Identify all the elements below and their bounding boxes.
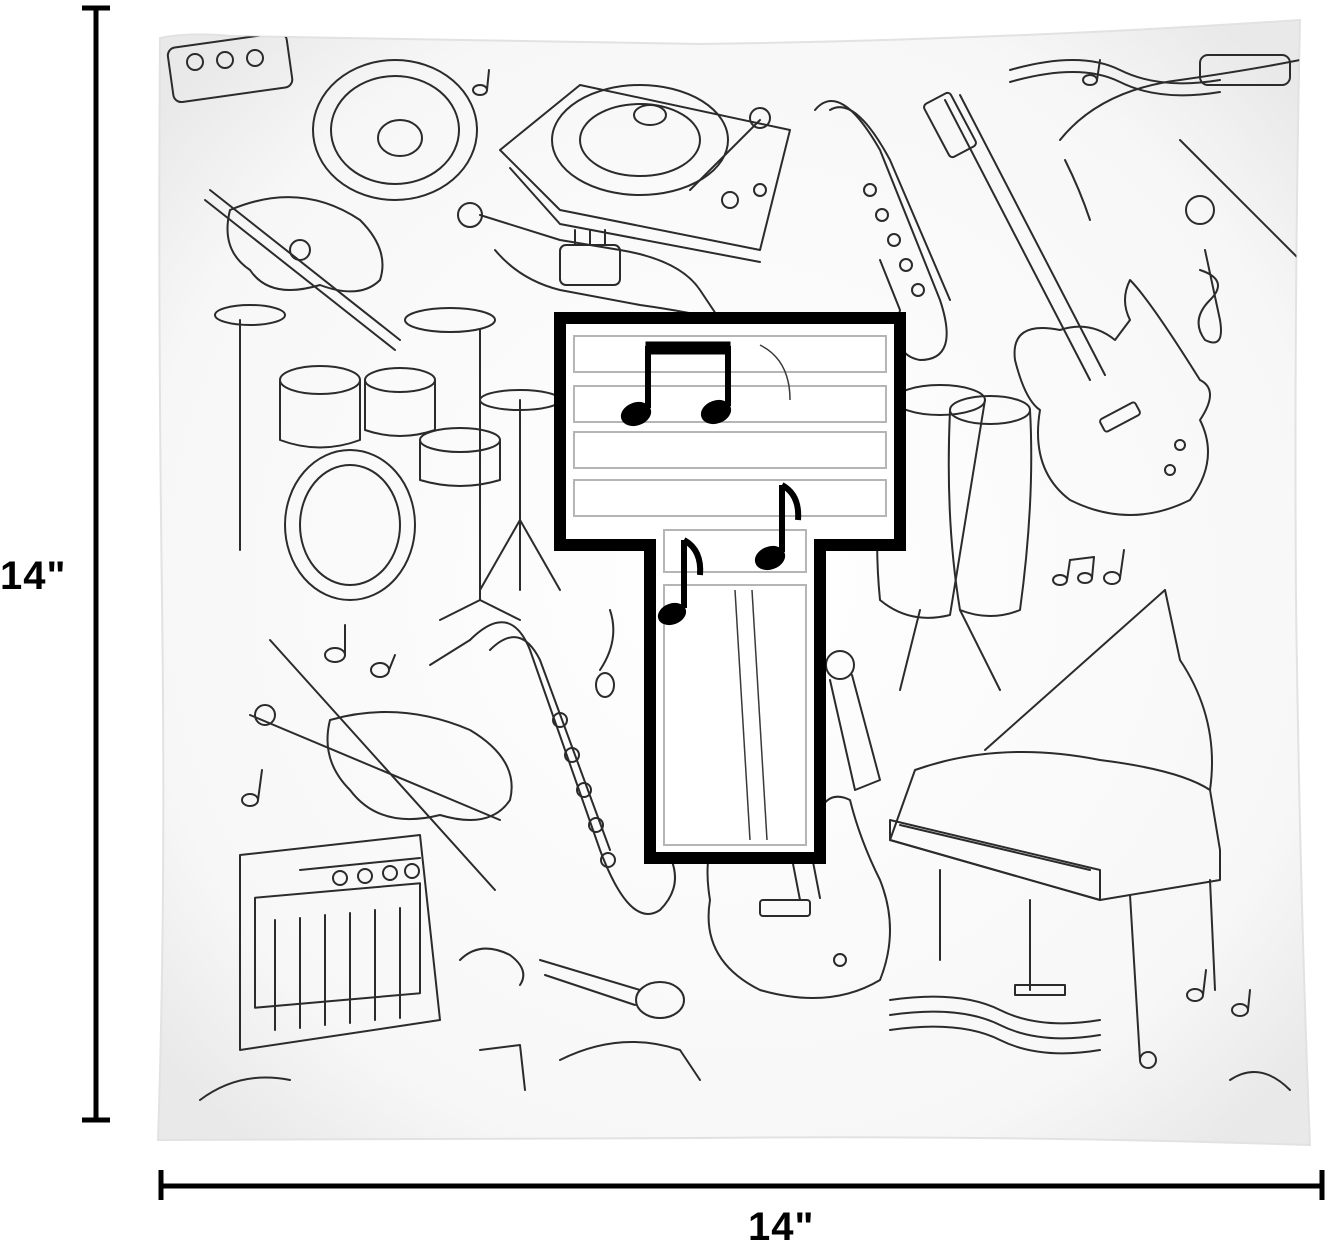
vinyl-record-icon xyxy=(312,59,478,201)
amplifier-icon xyxy=(239,834,441,1051)
guitar-headstock-icon xyxy=(199,1071,1291,1101)
treble-clef-icon xyxy=(1197,249,1222,344)
music-note-icon xyxy=(620,341,732,427)
height-dimension-label: 14" xyxy=(0,554,67,598)
music-note-icon xyxy=(241,59,1251,1055)
saxophone-icon xyxy=(1059,54,1301,221)
music-note-icon xyxy=(657,537,704,626)
microphone-icon xyxy=(459,947,685,1019)
grand-piano-icon xyxy=(889,589,1221,1069)
music-note-icon xyxy=(754,482,802,571)
turntable-icon xyxy=(499,84,791,263)
guitar-headstock-icon xyxy=(166,31,294,104)
saxophone-icon xyxy=(429,621,676,915)
width-dimension-label: 14" xyxy=(748,1205,815,1246)
violin-icon xyxy=(1179,139,1301,261)
height-dimension-line xyxy=(82,5,110,1123)
turntable-icon xyxy=(479,1041,701,1091)
electric-guitar-icon xyxy=(923,91,1211,516)
width-dimension-line xyxy=(158,1170,1325,1200)
violin-icon xyxy=(249,639,513,891)
violin-icon xyxy=(204,189,401,351)
letter-t-monogram xyxy=(554,312,906,864)
